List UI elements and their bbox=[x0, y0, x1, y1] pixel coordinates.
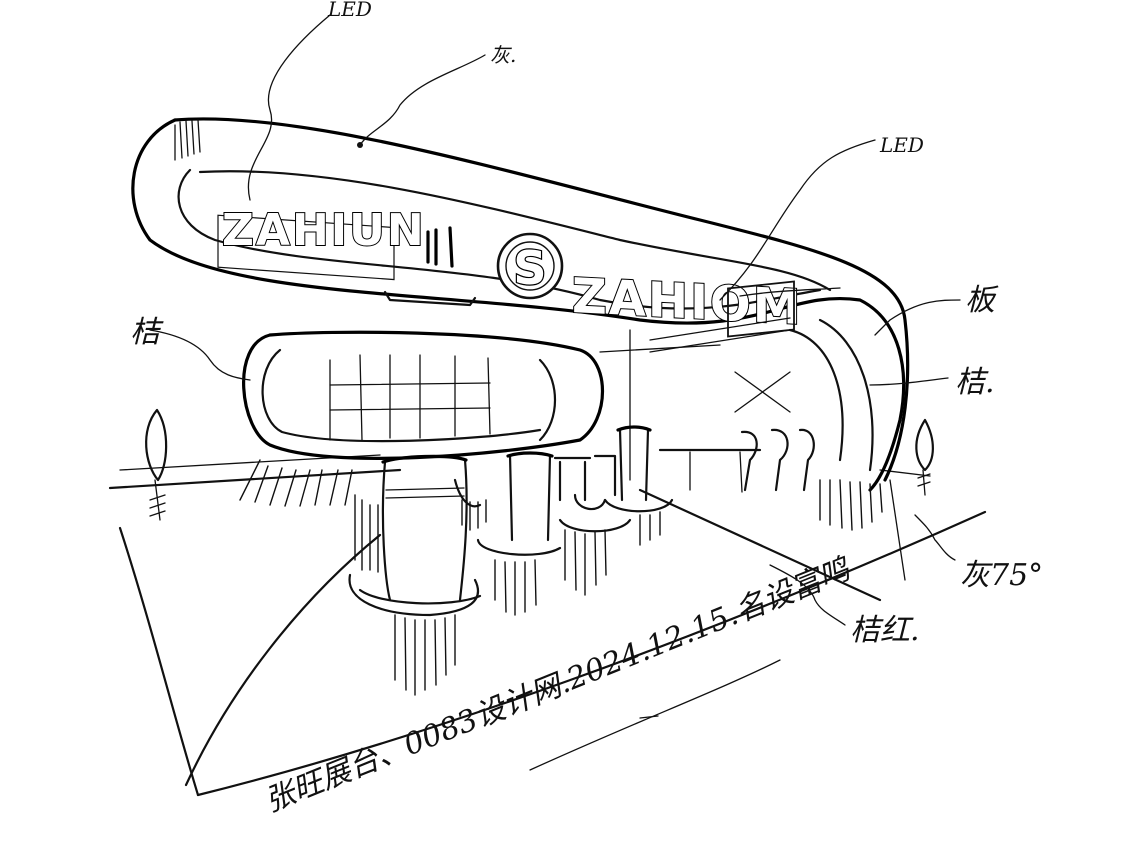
right-base-hatch bbox=[819, 479, 883, 531]
annotation-gray-top: 灰. bbox=[490, 43, 516, 67]
lamp-left bbox=[145, 408, 168, 521]
brand-logo-left: ZAHIUN bbox=[217, 204, 454, 281]
column-middle bbox=[476, 451, 617, 616]
annotation-orange-left: 桔 bbox=[130, 315, 164, 350]
annotation-orange-red: 桔红. bbox=[850, 613, 920, 648]
lamp-right bbox=[915, 418, 934, 496]
side-wall bbox=[649, 280, 874, 472]
column-small-left bbox=[453, 478, 487, 531]
emblem-letter: S bbox=[513, 241, 546, 295]
column-front-left bbox=[348, 454, 482, 696]
annotation-gray-75: 灰75° bbox=[960, 558, 1043, 593]
leader-lines bbox=[149, 14, 961, 626]
signature-line: 张旺展台、0083设计网.2024.12.15.名设富鸣 bbox=[260, 551, 856, 819]
display-capsule bbox=[242, 329, 721, 481]
logo-text-left: ZAHIUN bbox=[222, 205, 426, 256]
logo-text-right: ZAHIOM bbox=[572, 268, 802, 336]
brand-logo-right: ZAHIOM bbox=[571, 267, 841, 337]
annotation-board-right: 板 bbox=[965, 283, 999, 318]
left-base-hatch bbox=[239, 459, 353, 507]
annotation-led-right: LED bbox=[879, 133, 924, 157]
column-right bbox=[558, 425, 674, 596]
annotation-led-top: LED bbox=[327, 0, 372, 21]
brand-emblem: S bbox=[496, 232, 564, 300]
table-and-chairs bbox=[658, 428, 815, 493]
annotation-orange-right: 桔. bbox=[955, 365, 995, 400]
